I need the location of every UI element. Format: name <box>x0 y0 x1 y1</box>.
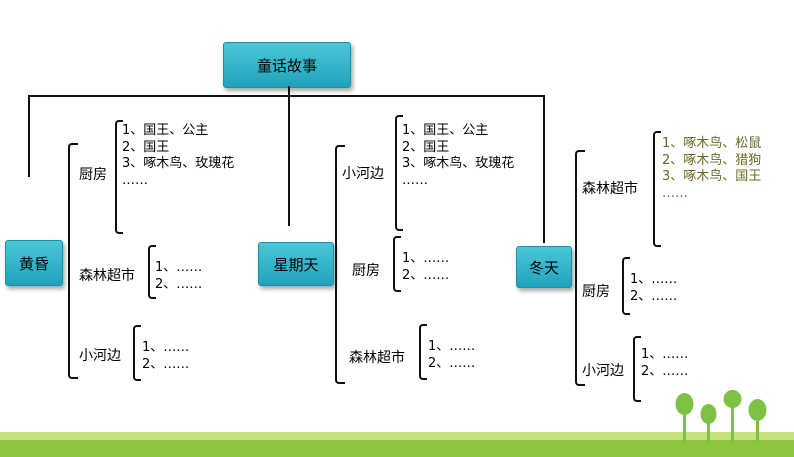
ground-dark <box>0 440 794 457</box>
sub-label: 森林超市 <box>582 181 638 197</box>
list-item: 3、啄木鸟、玫瑰花 <box>122 156 235 171</box>
list-item: 2、…… <box>428 355 476 371</box>
sub-brace <box>633 336 641 402</box>
root-label: 童话故事 <box>256 56 317 75</box>
sub-brace <box>393 236 401 292</box>
list-item: 2、…… <box>155 276 203 292</box>
sub-brace <box>622 257 630 315</box>
list-item: 1、…… <box>142 340 190 355</box>
item-list: 1、…… 2、…… <box>641 347 688 380</box>
sub-brace <box>395 115 403 231</box>
top-bar <box>28 95 545 97</box>
branch-brace-1 <box>68 143 78 379</box>
item-list: 1、…… 2、…… <box>428 339 475 372</box>
sub-label: 厨房 <box>582 284 610 300</box>
list-item: …… <box>662 185 688 201</box>
sub-brace <box>133 325 141 381</box>
sub-brace <box>419 324 427 380</box>
list-item: 2、…… <box>142 356 190 372</box>
list-item: 1、…… <box>155 260 203 275</box>
branch-brace-3 <box>575 150 585 386</box>
branch-brace-2 <box>335 145 345 384</box>
item-list: 1、…… 2、…… <box>630 272 677 305</box>
list-item: 1、国王、公主 <box>122 123 209 138</box>
sub-label: 小河边 <box>582 363 624 379</box>
sub-label: 厨房 <box>79 167 107 183</box>
root-stem <box>288 86 290 226</box>
item-list: 1、…… 2、…… <box>402 251 449 284</box>
list-item: 1、国王、公主 <box>402 123 489 138</box>
list-item: 2、…… <box>641 363 689 379</box>
list-item: 1、…… <box>630 272 678 287</box>
list-item: 2、…… <box>402 267 450 283</box>
sub-label: 森林超市 <box>349 350 405 366</box>
list-item: 1、…… <box>428 339 476 354</box>
sub-label: 小河边 <box>342 166 384 182</box>
item-list: 1、啄木鸟、松鼠 2、啄木鸟、猎狗 3、啄木鸟、国王 …… <box>662 136 761 202</box>
left-drop <box>28 95 30 177</box>
branch-label: 冬天 <box>528 258 559 277</box>
item-list: 1、国王、公主 2、国王 3、啄木鸟、玫瑰花 …… <box>402 123 514 189</box>
item-list: 1、…… 2、…… <box>142 340 189 373</box>
list-item: 3、啄木鸟、玫瑰花 <box>402 156 515 171</box>
item-list: 1、…… 2、…… <box>155 260 202 293</box>
list-item: 2、国王 <box>122 139 170 155</box>
sub-brace <box>115 120 123 234</box>
list-item: …… <box>122 172 148 188</box>
branch-node-3: 冬天 <box>516 246 572 288</box>
sub-brace <box>148 245 156 299</box>
list-item: 2、啄木鸟、猎狗 <box>662 152 762 168</box>
list-item: 2、国王 <box>402 139 450 155</box>
branch-label: 黄昏 <box>18 254 49 273</box>
list-item: 2、…… <box>630 288 678 304</box>
list-item: 1、…… <box>402 251 450 266</box>
sub-label: 小河边 <box>79 348 121 364</box>
list-item: 1、啄木鸟、松鼠 <box>662 136 762 151</box>
list-item: 3、啄木鸟、国王 <box>662 169 762 184</box>
sub-brace <box>653 131 661 247</box>
list-item: …… <box>402 172 428 188</box>
right-drop <box>543 95 545 243</box>
branch-node-1: 黄昏 <box>5 240 63 286</box>
tree-decoration-icon <box>675 390 767 443</box>
branch-label: 星期天 <box>273 255 319 274</box>
item-list: 1、国王、公主 2、国王 3、啄木鸟、玫瑰花 …… <box>122 123 234 189</box>
branch-node-2: 星期天 <box>258 242 334 286</box>
list-item: 1、…… <box>641 347 689 362</box>
root-node: 童话故事 <box>223 42 351 88</box>
sub-label: 森林超市 <box>79 268 135 284</box>
sub-label: 厨房 <box>352 263 380 279</box>
